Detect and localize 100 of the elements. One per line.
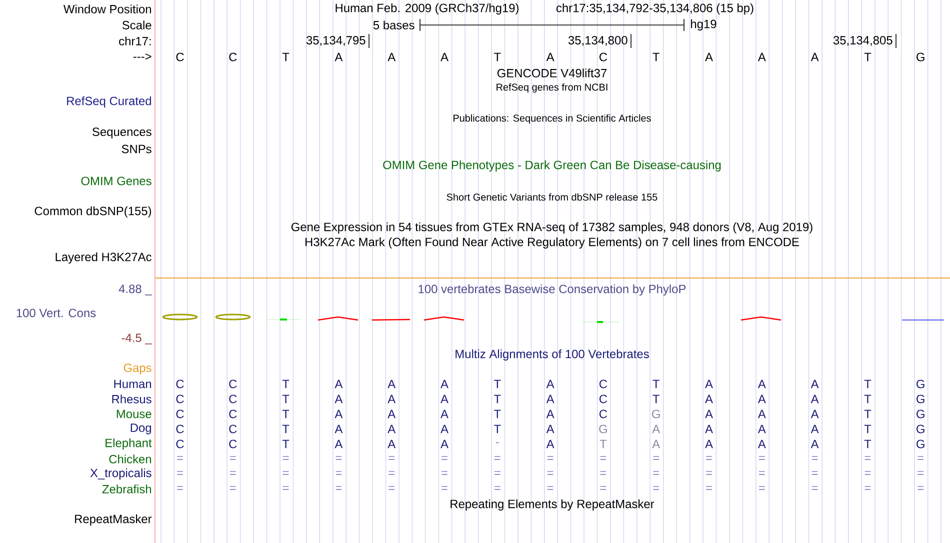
alignment-base: = (706, 486, 712, 490)
alignment-base: A (810, 424, 819, 434)
base-letter: A (758, 52, 766, 62)
species-label: Elephant (106, 438, 152, 450)
alignment-base: T (652, 394, 660, 404)
species-label: X_tropicalis (90, 468, 152, 480)
species-label: Zebrafish (102, 484, 152, 494)
track-label: SNPs (122, 144, 152, 154)
alignment-base: C (176, 424, 184, 434)
alignment-base: T (494, 380, 501, 388)
track-title: Short Genetic Variants from dbSNP release 155 (446, 193, 658, 201)
alignment-base: = (653, 471, 659, 475)
alignment-base: A (810, 440, 819, 448)
alignment-base: = (864, 471, 871, 475)
alignment-base: C (176, 380, 184, 388)
alignment-base: A (758, 410, 766, 418)
alignment-base: = (442, 471, 448, 475)
alignment-base: A (705, 380, 713, 388)
alignment-base: T (494, 394, 501, 404)
alignment-base: C (176, 440, 184, 448)
alignment-base: A (388, 424, 396, 434)
base-letter: A (810, 52, 819, 62)
alignment-base: A (334, 440, 343, 448)
alignment-base: G (599, 424, 607, 434)
alignment-base: C (176, 410, 184, 418)
alignment-base: T (282, 424, 290, 434)
alignment-base: = (336, 486, 342, 490)
alignment-base: = (547, 486, 554, 490)
base-letter: A (388, 52, 396, 62)
alignment-base: T (282, 380, 290, 388)
base-letter: T (282, 52, 290, 62)
alignment-base: T (282, 410, 290, 418)
alignment-base: A (546, 440, 554, 448)
alignment-base: G (916, 440, 924, 448)
alignment-base: = (494, 471, 500, 475)
base-letter: T (864, 52, 872, 62)
alignment-base: C (600, 410, 608, 418)
alignment-base: = (442, 456, 448, 460)
track-label: Layered H3K27Ac (56, 252, 152, 264)
alignment-base: = (759, 456, 765, 460)
alignment-base: A (546, 394, 554, 404)
base-letter: A (705, 52, 713, 62)
alignment-base: G (652, 410, 660, 418)
species-label: Human (114, 380, 152, 388)
alignment-base: = (388, 471, 394, 475)
alignment-base: T (864, 410, 872, 418)
alignment-base: = (864, 456, 871, 460)
track-title: Gene Expression in 54 tissues from GTEx RNA-seq of 17382 samples, 948 donors (V8, Aug 2019) (291, 222, 812, 234)
alignment-base: A (652, 424, 660, 434)
alignment-base: C (229, 424, 237, 434)
track-title: Multiz Alignments of 100 Vertebrates (456, 349, 649, 361)
track-title: H3K27Ac Mark (Often Found Near Active Regulatory Elements) on 7 cell lines from ENCODE (306, 237, 799, 249)
alignment-base: A (705, 410, 713, 418)
track-label: OMIM Genes (81, 176, 152, 186)
alignment-base: C (229, 410, 237, 418)
alignment-base: = (494, 486, 500, 490)
track-title: OMIM Gene Phenotypes - Dark Green Can Be Disease-causing (383, 160, 721, 172)
position-number: 35,134,800 (568, 36, 628, 46)
alignment-base: = (282, 456, 289, 460)
track-title: Publications: Sequences in Scientific Articles (454, 114, 651, 124)
base-letter: G (916, 52, 924, 62)
species-label: Dog (130, 424, 152, 434)
position-range: chr17:35,134,792-35,134,806 (15 bp) (556, 3, 754, 15)
alignment-base: T (494, 424, 501, 434)
track-title: RefSeq genes from NCBI (496, 83, 608, 93)
alignment-base: = (547, 471, 554, 475)
alignment-base: A (810, 394, 819, 404)
alignment-base: = (759, 486, 765, 490)
alignment-base: T (494, 410, 501, 418)
alignment-base: = (600, 456, 606, 460)
track-label: RefSeq Curated (67, 96, 152, 108)
track-label: 100 Vert. Cons (16, 308, 96, 318)
alignment-base: = (547, 456, 554, 460)
track-label: Gaps (124, 364, 152, 374)
alignment-base: A (334, 424, 343, 434)
alignment-base: A (810, 380, 819, 388)
alignment-base: C (229, 394, 237, 404)
base-letter: C (600, 52, 608, 62)
alignment-base: = (653, 486, 659, 490)
axis-value: -4.5 _ (122, 334, 152, 344)
assembly-title: Human Feb. 2009 (GRCh37/hg19) (336, 3, 518, 15)
base-letter: T (494, 52, 501, 62)
track-label: Common dbSNP(155) (34, 206, 152, 218)
base-letter: A (546, 52, 554, 62)
strand-arrow-label: ---> (133, 54, 152, 60)
alignment-base: = (918, 486, 924, 490)
alignment-base: A (758, 380, 766, 388)
alignment-base: = (918, 456, 924, 460)
alignment-base: = (388, 486, 394, 490)
alignment-base: = (653, 456, 659, 460)
alignment-base: = (177, 456, 183, 460)
base-letter: A (334, 52, 343, 62)
alignment-base: A (388, 410, 396, 418)
base-letter: C (176, 52, 184, 62)
alignment-base: G (916, 380, 924, 388)
alignment-base: A (705, 424, 713, 434)
alignment-base: A (440, 394, 448, 404)
alignment-base: G (916, 424, 924, 434)
alignment-base: T (282, 440, 290, 448)
alignment-base: A (705, 394, 713, 404)
